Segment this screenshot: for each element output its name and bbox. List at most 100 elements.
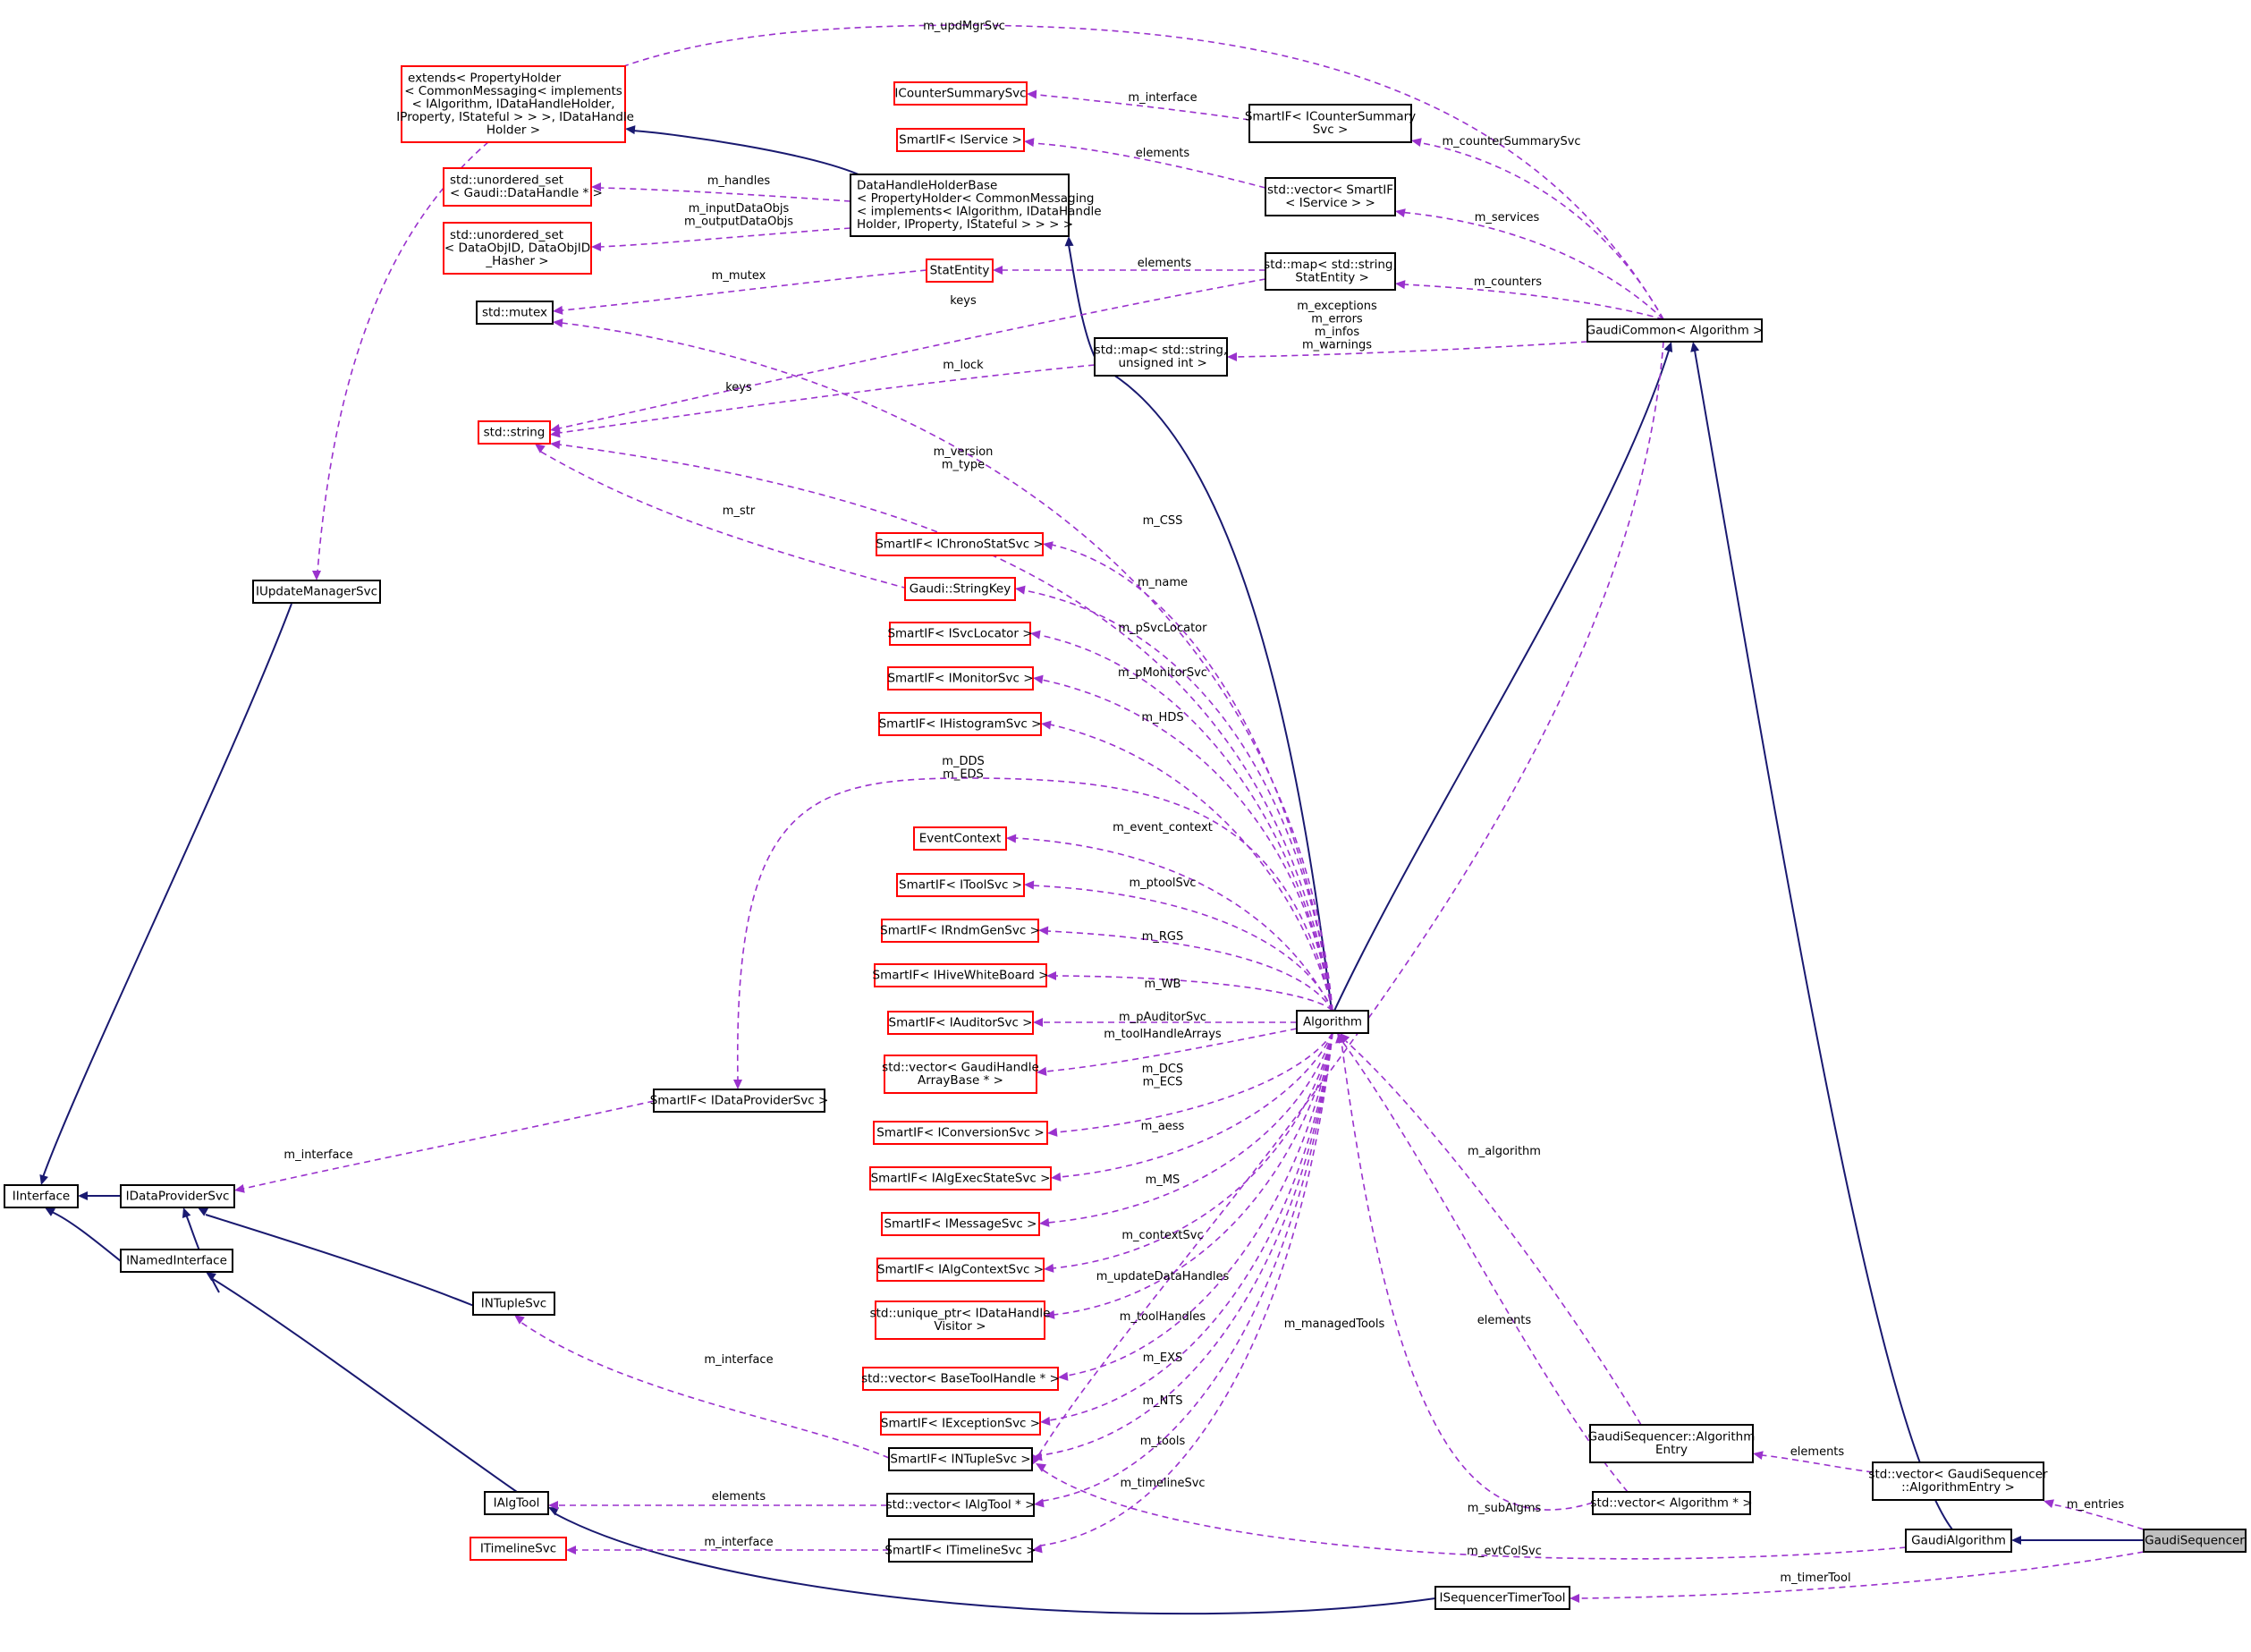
class-box[interactable] xyxy=(887,666,1034,690)
class-node-simon[interactable]: SmartIF< IMonitorSvc > xyxy=(887,666,1034,690)
class-box[interactable] xyxy=(470,1537,567,1561)
class-box[interactable] xyxy=(443,167,592,207)
class-box[interactable] xyxy=(1905,1529,2012,1553)
class-box[interactable] xyxy=(893,81,1028,106)
class-box[interactable] xyxy=(120,1249,233,1273)
class-node-vecalg[interactable]: std::vector< Algorithm * > xyxy=(1590,1491,1753,1515)
class-node-sidp[interactable]: SmartIF< IDataProviderSvc > xyxy=(650,1089,829,1113)
class-box[interactable] xyxy=(1296,1010,1369,1034)
class-box[interactable] xyxy=(120,1184,235,1208)
class-box[interactable] xyxy=(896,128,1025,152)
class-node-string[interactable]: std::string xyxy=(478,420,551,445)
class-node-intuple[interactable]: INTupleSvc xyxy=(472,1292,555,1316)
class-box[interactable] xyxy=(1265,177,1396,216)
class-box[interactable] xyxy=(476,301,554,325)
class-box[interactable] xyxy=(4,1184,79,1208)
class-node-itimeline[interactable]: ITimelineSvc xyxy=(470,1537,567,1561)
class-node-sisvcloc[interactable]: SmartIF< ISvcLocator > xyxy=(887,622,1033,646)
class-box[interactable] xyxy=(881,1212,1040,1236)
class-node-mapuint[interactable]: std::map< std::string, unsigned int > xyxy=(1094,337,1228,377)
class-box[interactable] xyxy=(1589,1424,1754,1463)
class-box[interactable] xyxy=(1592,1491,1751,1515)
class-box[interactable] xyxy=(880,1411,1041,1436)
class-box[interactable] xyxy=(888,1447,1033,1471)
class-node-ialgtool[interactable]: IAlgTool xyxy=(484,1491,549,1515)
class-box[interactable] xyxy=(887,1011,1034,1035)
class-box[interactable] xyxy=(862,1367,1059,1391)
class-node-sichrono[interactable]: SmartIF< IChronoStatSvc > xyxy=(876,532,1044,556)
class-node-extends[interactable]: extends< PropertyHolder< CommonMessaging… xyxy=(393,65,634,143)
class-node-vecalgtool[interactable]: std::vector< IAlgTool * > xyxy=(886,1493,1036,1517)
class-box[interactable] xyxy=(1248,104,1412,143)
class-box[interactable] xyxy=(881,919,1039,943)
class-node-sirndm[interactable]: SmartIF< IRndmGenSvc > xyxy=(880,919,1040,943)
class-node-sifiservice[interactable]: SmartIF< IService > xyxy=(896,128,1025,152)
class-node-inamed[interactable]: INamedInterface xyxy=(120,1249,233,1273)
class-node-simsg[interactable]: SmartIF< IMessageSvc > xyxy=(881,1212,1040,1236)
class-box[interactable] xyxy=(1265,252,1396,291)
class-box[interactable] xyxy=(904,577,1016,601)
class-node-uset2[interactable]: std::unordered_set< DataObjID, DataObjID… xyxy=(443,222,592,275)
class-node-siexc[interactable]: SmartIF< IExceptionSvc > xyxy=(880,1411,1041,1436)
class-node-sitimeline[interactable]: SmartIF< ITimelineSvc > xyxy=(884,1538,1037,1563)
class-box[interactable] xyxy=(1094,337,1228,377)
class-box[interactable] xyxy=(443,222,592,275)
class-box[interactable] xyxy=(886,1493,1035,1517)
class-box[interactable] xyxy=(2143,1529,2247,1553)
class-box[interactable] xyxy=(252,580,381,604)
class-box[interactable] xyxy=(401,65,626,143)
class-box[interactable] xyxy=(484,1491,549,1515)
class-node-iseqtimer[interactable]: ISequencerTimerTool xyxy=(1434,1586,1570,1610)
class-node-galgorithm[interactable]: GaudiAlgorithm xyxy=(1905,1529,2012,1553)
class-box[interactable] xyxy=(1434,1586,1570,1610)
class-node-vecsi[interactable]: std::vector< SmartIF< IService > > xyxy=(1265,177,1396,216)
class-node-siexec[interactable]: SmartIF< IAlgExecStateSvc > xyxy=(869,1166,1052,1190)
class-node-strkey[interactable]: Gaudi::StringKey xyxy=(904,577,1016,601)
class-node-icsumm[interactable]: ICounterSummarySvc xyxy=(893,81,1028,106)
class-box[interactable] xyxy=(876,532,1044,556)
class-box[interactable] xyxy=(1587,318,1763,343)
class-box[interactable] xyxy=(873,1121,1048,1145)
class-box[interactable] xyxy=(878,712,1042,736)
class-node-sitool[interactable]: SmartIF< IToolSvc > xyxy=(896,873,1025,897)
class-box[interactable] xyxy=(876,1258,1045,1282)
class-box[interactable] xyxy=(884,1055,1037,1094)
class-node-sihive[interactable]: SmartIF< IHiveWhiteBoard > xyxy=(873,963,1049,987)
class-box[interactable] xyxy=(653,1089,825,1113)
class-node-gseq[interactable]: GaudiSequencer xyxy=(2143,1529,2247,1553)
class-box[interactable] xyxy=(926,258,994,283)
class-box[interactable] xyxy=(888,1538,1033,1563)
class-node-updmgr[interactable]: IUpdateManagerSvc xyxy=(252,580,381,604)
class-node-vecbth[interactable]: std::vector< BaseToolHandle * > xyxy=(861,1367,1060,1391)
class-box[interactable] xyxy=(850,174,1070,237)
class-node-iinterface[interactable]: IInterface xyxy=(4,1184,79,1208)
class-node-algorithm[interactable]: Algorithm xyxy=(1296,1010,1369,1034)
class-box[interactable] xyxy=(472,1292,555,1316)
class-node-siaud[interactable]: SmartIF< IAuditorSvc > xyxy=(887,1011,1034,1035)
class-box[interactable] xyxy=(874,963,1047,987)
class-node-vecalgentry[interactable]: std::vector< GaudiSequencer::AlgorithmEn… xyxy=(1868,1461,2048,1501)
class-node-sictx[interactable]: SmartIF< IAlgContextSvc > xyxy=(876,1258,1045,1282)
class-box[interactable] xyxy=(478,420,551,445)
class-box[interactable] xyxy=(896,873,1025,897)
class-node-sintuple[interactable]: SmartIF< INTupleSvc > xyxy=(888,1447,1033,1471)
class-box[interactable] xyxy=(1872,1461,2044,1501)
class-node-mapstat[interactable]: std::map< std::string, StatEntity > xyxy=(1264,252,1397,291)
class-node-uset1[interactable]: std::unordered_set< Gaudi::DataHandle * … xyxy=(443,167,603,207)
class-node-gcommon[interactable]: GaudiCommon< Algorithm > xyxy=(1587,318,1764,343)
class-node-idataprovider[interactable]: IDataProviderSvc xyxy=(120,1184,235,1208)
class-box[interactable] xyxy=(869,1166,1052,1190)
class-box[interactable] xyxy=(913,826,1007,851)
class-node-sihist[interactable]: SmartIF< IHistogramSvc > xyxy=(878,712,1042,736)
class-node-statentity[interactable]: StatEntity xyxy=(926,258,994,283)
class-box[interactable] xyxy=(875,1300,1045,1340)
class-node-evctx[interactable]: EventContext xyxy=(913,826,1007,851)
class-node-siconv[interactable]: SmartIF< IConversionSvc > xyxy=(873,1121,1048,1145)
class-node-dhhb[interactable]: DataHandleHolderBase< PropertyHolder< Co… xyxy=(850,174,1102,237)
class-box[interactable] xyxy=(889,622,1031,646)
class-node-mutex[interactable]: std::mutex xyxy=(476,301,554,325)
